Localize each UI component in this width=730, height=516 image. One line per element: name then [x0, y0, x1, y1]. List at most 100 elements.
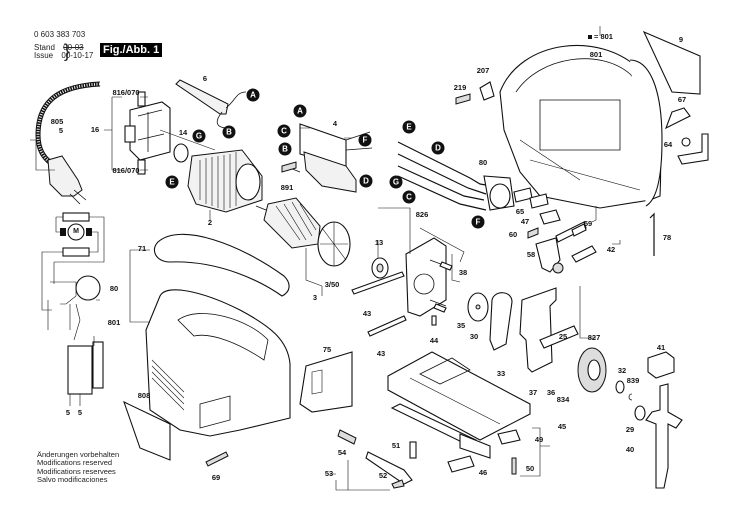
- footer-line: Änderungen vorbehalten: [37, 450, 120, 459]
- plunger-40: [645, 383, 683, 489]
- lever-pin: [677, 133, 709, 165]
- label-part-41: 41: [656, 343, 666, 352]
- label-part-78: 78: [662, 233, 672, 242]
- label-part-51: 51: [391, 441, 401, 450]
- power-cord: [35, 81, 101, 205]
- connector-marker-d: D: [431, 141, 445, 155]
- stand-label-text: Stand: [34, 43, 55, 52]
- pin-43a: [351, 271, 405, 295]
- label-part-80: 80: [109, 284, 119, 293]
- label-part-3-50: 3/50: [324, 280, 340, 289]
- label-part-44: 44: [429, 336, 439, 345]
- lever-53: [365, 451, 413, 485]
- connector-marker-f: F: [471, 215, 485, 229]
- label-part-3: 3: [312, 293, 318, 302]
- connector-marker-a: A: [293, 104, 307, 118]
- label-part-29: 29: [625, 425, 635, 434]
- label-part-36: 36: [546, 388, 556, 397]
- label-part-839: 839: [626, 376, 640, 385]
- armature: [255, 197, 351, 267]
- lever-67: [664, 107, 691, 130]
- issue-label: Issue 00-10-17: [34, 51, 93, 61]
- clip-46: [447, 455, 475, 473]
- spring-54: [337, 429, 357, 445]
- label-part-64: 64: [663, 140, 673, 149]
- connector-marker-b: B: [222, 125, 236, 139]
- label-part-219: 219: [453, 83, 467, 92]
- label-part-53: 53: [324, 469, 334, 478]
- footer-line: Modifications reservees: [37, 466, 116, 476]
- label-part-45: 45: [557, 422, 567, 431]
- label-part-58: 58: [526, 250, 536, 259]
- gear-housing-826: [405, 237, 447, 317]
- label-part-49: 49: [534, 435, 544, 444]
- hex-key-78: [649, 212, 655, 256]
- part-number: 0 603 383 703: [34, 30, 86, 39]
- label-part-37: 37: [528, 388, 538, 397]
- slider-65a: [513, 187, 533, 203]
- connector-marker-g: G: [389, 175, 403, 189]
- connector-marker-a: A: [246, 88, 260, 102]
- label-part-43: 43: [376, 349, 386, 358]
- issue-label-text: Issue: [34, 51, 54, 60]
- housing-left: [145, 289, 291, 437]
- label-part-826: 826: [415, 210, 429, 219]
- connector-marker-c: C: [277, 124, 291, 138]
- cover-808: [123, 400, 171, 461]
- label-part-67: 67: [677, 95, 687, 104]
- label-part-46: 46: [478, 468, 488, 477]
- label-part-808: 808: [137, 391, 151, 400]
- plate-37: [519, 287, 557, 373]
- pin-52: [391, 479, 405, 489]
- gear-hub: [587, 359, 601, 381]
- pin-small: [571, 223, 587, 237]
- label-part-6: 6: [202, 74, 208, 83]
- label-part-14: 14: [178, 128, 188, 137]
- legend: = 801: [588, 32, 613, 41]
- label-part-2: 2: [207, 218, 213, 227]
- field-coil: [187, 149, 263, 213]
- label-part-43: 43: [362, 309, 372, 318]
- label-part-42: 42: [606, 245, 616, 254]
- spring-60: [527, 227, 539, 239]
- leader-lines: [30, 26, 621, 491]
- label-part-5: 5: [58, 126, 64, 135]
- label-part-816-070: 816/070: [112, 166, 140, 175]
- label-part-891: 891: [280, 183, 294, 192]
- clamp-49: [497, 429, 521, 445]
- pad-47: [539, 209, 561, 225]
- label-part-59: 59: [583, 219, 593, 228]
- roller-29: [634, 405, 646, 421]
- footer-line: Salvo modificaciones: [37, 475, 108, 485]
- screw-50: [511, 457, 517, 475]
- switch-assembly: [124, 91, 216, 175]
- connector-marker-c: C: [402, 190, 416, 204]
- label-part-47: 47: [520, 217, 530, 226]
- switch-4: [289, 123, 373, 193]
- latch-207: [479, 81, 495, 101]
- stand-value: 00-03: [63, 43, 84, 52]
- footer-notes: Änderungen vorbehalten Modifications res…: [37, 450, 120, 485]
- label-part-207: 207: [476, 66, 490, 75]
- connector-marker-g: G: [192, 129, 206, 143]
- wires-bundle: [397, 141, 515, 211]
- label-part-5: 5: [77, 408, 83, 417]
- plate-33: [489, 292, 513, 351]
- motor-symbol-icon: M: [73, 228, 79, 235]
- pin-43b: [367, 315, 407, 337]
- brush-holder: [173, 143, 189, 163]
- label-part-65: 65: [515, 207, 525, 216]
- wiring-schematic: [41, 212, 105, 406]
- cable-guard: [175, 79, 247, 129]
- connector-marker-e: E: [402, 120, 416, 134]
- label-part-60: 60: [508, 230, 518, 239]
- washer-64: [681, 137, 691, 147]
- label-part-816-070: 816/070: [112, 88, 140, 97]
- cover-ribs: [311, 369, 323, 395]
- connector-marker-b: B: [278, 142, 292, 156]
- housing-right: [499, 44, 663, 209]
- footer-line: Modifications reserved: [37, 458, 113, 468]
- brace-icon: }: [64, 41, 71, 61]
